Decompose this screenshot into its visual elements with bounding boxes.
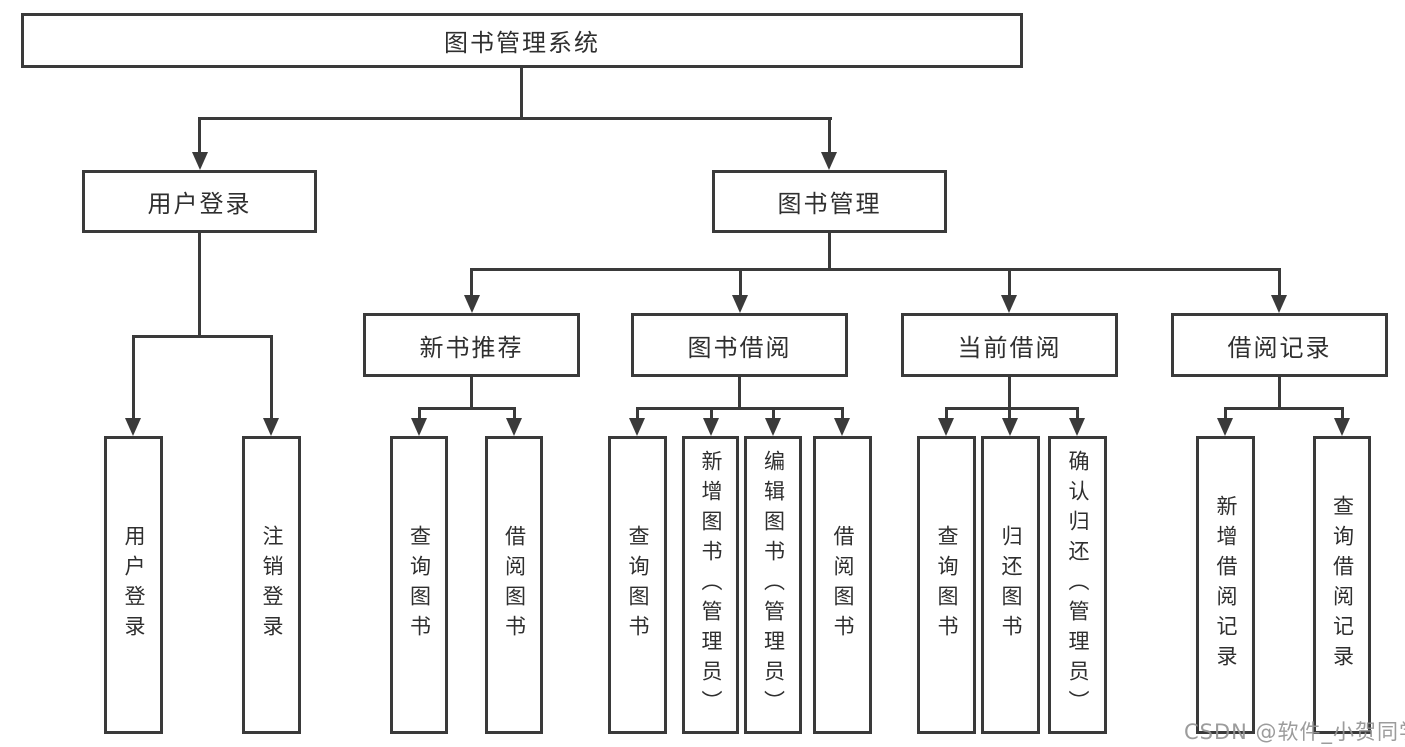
leaf-user-login-label: 用户登录 (122, 525, 146, 645)
connector-line (1008, 377, 1011, 407)
connector-line (945, 407, 1079, 410)
leaf-return-book-label: 归还图书 (999, 525, 1023, 645)
leaf-edit-book-admin: 编辑图书（管理员） (744, 436, 802, 734)
node-new-book-recommend-label: 新书推荐 (419, 333, 524, 362)
arrow-down-icon (703, 418, 719, 436)
connector-line (418, 407, 421, 420)
arrow-down-icon (629, 418, 645, 436)
connector-line (828, 117, 831, 155)
node-book-management: 图书管理 (712, 170, 947, 233)
connector-line (198, 233, 201, 335)
leaf-query-books-recommend: 查询图书 (390, 436, 448, 734)
leaf-confirm-return-admin: 确认归还（管理员） (1048, 436, 1107, 734)
arrow-down-icon (464, 295, 480, 313)
leaf-return-book: 归还图书 (981, 436, 1040, 734)
connector-line (1278, 377, 1281, 407)
connector-line (828, 233, 831, 268)
arrow-down-icon (411, 418, 427, 436)
node-root-label: 图书管理系统 (444, 29, 600, 57)
connector-line (772, 407, 775, 420)
leaf-add-borrow-record-label: 新增借阅记录 (1214, 495, 1238, 675)
connector-line (636, 407, 844, 410)
node-borrow-record: 借阅记录 (1171, 313, 1388, 377)
connector-line (738, 377, 741, 407)
connector-line (470, 268, 1281, 271)
connector-line (739, 268, 742, 297)
leaf-query-books-current: 查询图书 (917, 436, 976, 734)
leaf-borrow-books-recommend: 借阅图书 (485, 436, 543, 734)
connector-line (470, 268, 473, 297)
arrow-down-icon (506, 418, 522, 436)
node-root: 图书管理系统 (21, 13, 1023, 68)
node-book-borrow: 图书借阅 (631, 313, 848, 377)
connector-line (1278, 268, 1281, 297)
leaf-query-books-recommend-label: 查询图书 (407, 525, 432, 645)
arrow-down-icon (765, 418, 781, 436)
arrow-down-icon (192, 152, 208, 170)
leaf-edit-book-admin-label: 编辑图书（管理员） (761, 450, 786, 720)
connector-line (945, 407, 948, 420)
leaf-borrow-books-2-label: 借阅图书 (831, 525, 855, 645)
connector-line (1076, 407, 1079, 420)
node-user-login-label: 用户登录 (147, 190, 252, 218)
arrow-down-icon (821, 152, 837, 170)
arrow-down-icon (834, 418, 850, 436)
leaf-add-book-admin-label: 新增图书（管理员） (699, 450, 723, 720)
connector-line (636, 407, 639, 420)
connector-line (418, 407, 516, 410)
watermark: CSDN @软件_小贺同学 (1184, 720, 1405, 744)
connector-line (1224, 407, 1344, 410)
node-new-book-recommend: 新书推荐 (363, 313, 580, 377)
connector-line (1224, 407, 1227, 420)
connector-line (1008, 268, 1011, 297)
leaf-borrow-books-recommend-label: 借阅图书 (502, 525, 527, 645)
arrow-down-icon (938, 418, 954, 436)
leaf-query-books-borrow-label: 查询图书 (626, 525, 650, 645)
leaf-add-book-admin: 新增图书（管理员） (682, 436, 739, 734)
connector-line (841, 407, 844, 420)
leaf-borrow-books-2: 借阅图书 (813, 436, 872, 734)
connector-line (132, 335, 273, 338)
node-book-management-label: 图书管理 (777, 190, 882, 218)
connector-line (1008, 407, 1011, 420)
connector-line (198, 117, 201, 155)
leaf-query-borrow-record: 查询借阅记录 (1313, 436, 1371, 734)
connector-line (198, 117, 832, 120)
connector-line (513, 407, 516, 420)
leaf-add-borrow-record: 新增借阅记录 (1196, 436, 1255, 734)
leaf-user-login: 用户登录 (104, 436, 163, 734)
arrow-down-icon (1069, 418, 1085, 436)
leaf-logout-label: 注销登录 (260, 525, 284, 645)
connector-line (1341, 407, 1344, 420)
arrow-down-icon (1217, 418, 1233, 436)
leaf-logout: 注销登录 (242, 436, 301, 734)
connector-line (520, 68, 523, 117)
connector-line (470, 377, 473, 407)
connector-line (270, 335, 273, 420)
arrow-down-icon (125, 418, 141, 436)
arrow-down-icon (1001, 295, 1017, 313)
leaf-query-borrow-record-label: 查询借阅记录 (1330, 495, 1355, 675)
arrow-down-icon (732, 295, 748, 313)
node-current-borrow-label: 当前借阅 (957, 333, 1062, 362)
arrow-down-icon (1334, 418, 1350, 436)
leaf-query-books-current-label: 查询图书 (935, 525, 959, 645)
arrow-down-icon (1002, 418, 1018, 436)
leaf-query-books-borrow: 查询图书 (608, 436, 667, 734)
connector-line (132, 335, 135, 420)
node-user-login: 用户登录 (82, 170, 317, 233)
node-book-borrow-label: 图书借阅 (687, 333, 792, 362)
connector-line (710, 407, 713, 420)
arrow-down-icon (1271, 295, 1287, 313)
arrow-down-icon (263, 418, 279, 436)
leaf-confirm-return-admin-label: 确认归还（管理员） (1066, 450, 1090, 720)
node-current-borrow: 当前借阅 (901, 313, 1118, 377)
node-borrow-record-label: 借阅记录 (1227, 333, 1332, 362)
